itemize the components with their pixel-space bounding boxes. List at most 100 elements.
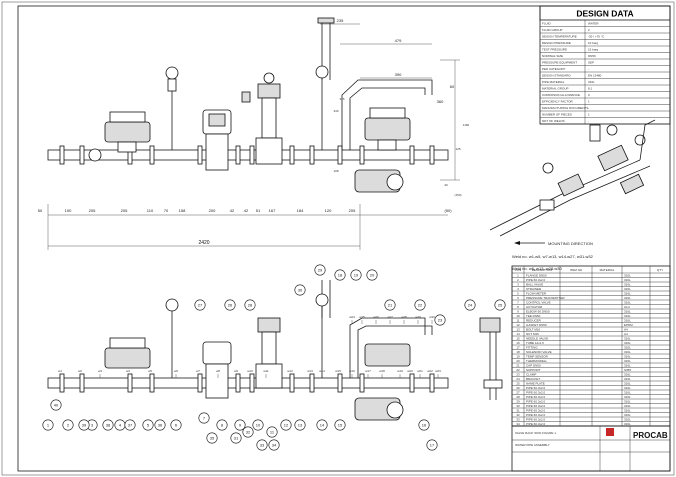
position-number: 19 [354, 273, 359, 278]
flange [79, 373, 85, 393]
bom-pos: 12 [516, 323, 520, 327]
weld-label: w21 [417, 369, 423, 373]
design-data-value: 1 [588, 100, 590, 104]
bom-pos: 31 [516, 408, 520, 412]
position-number: 24 [468, 303, 473, 308]
design-data-key: DESIGN STANDARD [542, 74, 571, 78]
design-data-key: PED CATEGORY [542, 67, 566, 71]
bom-description: NEEDLE VALVE [526, 336, 548, 340]
flange [337, 373, 343, 393]
bom-description: CAP DN50 [526, 363, 541, 367]
bom-pos: 25 [516, 381, 520, 385]
drawing-title: VALVE RACK SKID FIGURE 1 [515, 431, 556, 435]
bom-description: PIPE 60.3x2.0 [526, 417, 546, 421]
bom-pos: 6 [517, 296, 519, 300]
position-number: 32 [246, 430, 251, 435]
position-number: 8 [221, 423, 224, 428]
position-number: 30 [298, 288, 303, 293]
weld-label: w2 [78, 369, 82, 373]
bom-pos: 30 [516, 404, 520, 408]
position-number: 27 [198, 303, 203, 308]
bom-material: 316L [624, 413, 631, 417]
bom-material: 316L [624, 314, 631, 318]
bom-pos: 1 [517, 273, 519, 277]
position-balloon [198, 412, 210, 424]
bom-description: CLAMP [526, 372, 536, 376]
position-balloon [314, 264, 326, 276]
flange [149, 145, 155, 165]
design-data-key: MATERIAL GROUP [542, 87, 569, 91]
position-balloon [50, 399, 62, 411]
weld-label: w30 [429, 315, 435, 319]
drawing-subtitle: WATER PIPE ASSEMBLY [515, 443, 550, 447]
bom-description: SUPPORT [526, 368, 541, 372]
bom-description: ELBOW 90 DN50 [526, 309, 550, 313]
side-dimension-label: 340 [333, 109, 338, 113]
bom-description: PIPE 60.3x2.0 [526, 399, 546, 403]
mounting-direction-label: MOUNTING DIRECTION [548, 241, 593, 246]
weld-label: w11 [263, 369, 269, 373]
bom-pos: 22 [516, 368, 520, 372]
position-balloon [62, 419, 74, 431]
flange [59, 373, 65, 393]
side-dimension-label: (150) [454, 193, 461, 197]
position-balloon [414, 299, 426, 311]
bom-description: THERMOWELL [526, 359, 548, 363]
bom-material: 316L [624, 278, 631, 282]
design-data-value: - [588, 119, 589, 123]
design-data-value: WATER [588, 22, 599, 26]
dimension-label: 70 [164, 208, 169, 213]
design-data-key: PRESSURE EQUIPMENT [542, 61, 577, 65]
bom-pos: 16 [516, 341, 520, 345]
design-data-key: NDT OF WELDS [542, 119, 565, 123]
dimension-label: 42 [230, 208, 235, 213]
bom-material: 316L [624, 273, 631, 277]
dimension-label: 120 [325, 208, 332, 213]
flange [127, 373, 133, 393]
position-number: 28 [248, 303, 253, 308]
position-number: 22 [418, 303, 423, 308]
position-balloon [294, 284, 306, 296]
dimension-label: 158 [179, 208, 186, 213]
bom-description: SOLENOID VALVE [526, 350, 552, 354]
flange [359, 373, 365, 393]
bom-material: 316L [624, 309, 631, 313]
position-balloon [78, 419, 90, 431]
weld-label: w6 [174, 369, 178, 373]
bom-pos: 8 [517, 305, 519, 309]
main-pipe-bottom [47, 377, 449, 389]
position-balloon [316, 419, 328, 431]
design-data-value: 15 barg [588, 48, 599, 52]
bom-description: PIPE 60.3x2.0 [526, 278, 546, 282]
brand-logo-icon [606, 428, 614, 436]
design-data-value: - [588, 106, 589, 110]
bom-material: 316L [624, 296, 631, 300]
dimension-label: 205 [349, 208, 356, 213]
dimension-label: 205 [89, 208, 96, 213]
position-number: 38 [106, 423, 111, 428]
dimension-label: 235 [337, 18, 344, 23]
isometric-view: MOUNTING DIRECTION Weld no. w1-w5, w7-w1… [489, 119, 656, 271]
bom-description: REDUCER [526, 318, 542, 322]
design-data-key: MANUFACTURING DOCUMENTS [542, 106, 588, 110]
position-balloon [234, 419, 246, 431]
position-number: 31 [234, 436, 239, 441]
position-balloon [42, 419, 54, 431]
dimension-label: 360 [437, 99, 444, 104]
top-dimension-lines [47, 23, 460, 250]
position-number: 20 [370, 273, 375, 278]
bom-description: NUT M16 [526, 332, 539, 336]
flange [249, 373, 255, 393]
weld-label: w25 [359, 315, 365, 319]
bom-material: 316L [624, 282, 631, 286]
position-balloon [224, 299, 236, 311]
flange [309, 373, 315, 393]
flange [249, 145, 255, 165]
flange [409, 373, 415, 393]
bom-material: 316L [624, 417, 631, 421]
position-balloon [102, 419, 114, 431]
flange [79, 145, 85, 165]
side-dimension-label: 125 [455, 147, 460, 151]
bom-pos: 17 [516, 345, 520, 349]
